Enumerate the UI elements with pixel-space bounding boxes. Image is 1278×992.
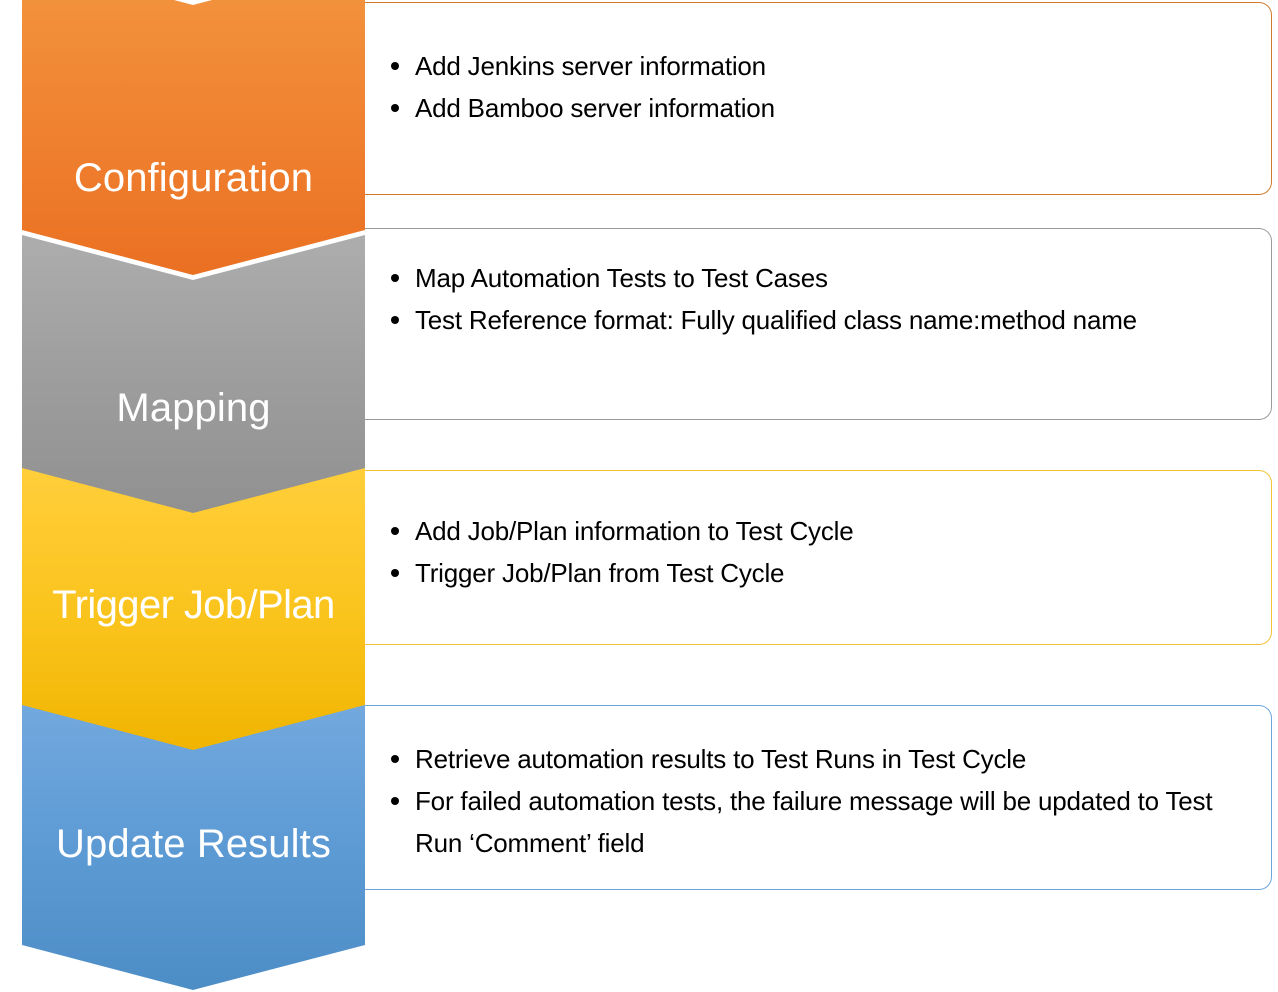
list-item-text: For failed automation tests, the failure… bbox=[415, 786, 1213, 858]
chevron-shape-mapping bbox=[22, 235, 365, 518]
list-item: For failed automation tests, the failure… bbox=[389, 780, 1245, 864]
bullet-list: Add Job/Plan information to Test Cycle T… bbox=[389, 510, 1245, 594]
list-item: Add Jenkins server information bbox=[389, 45, 1245, 87]
stage-label-trigger-job-plan: Trigger Job/Plan bbox=[52, 583, 335, 627]
list-item-text: Test Reference format: Fully qualified c… bbox=[415, 305, 1137, 335]
list-item: Map Automation Tests to Test Cases bbox=[389, 257, 1245, 299]
content-box-update-results: Retrieve automation results to Test Runs… bbox=[365, 705, 1272, 890]
list-item: Add Bamboo server information bbox=[389, 87, 1245, 129]
bullet-list: Add Jenkins server information Add Bambo… bbox=[389, 45, 1245, 129]
bullet-dot-icon bbox=[391, 274, 399, 282]
stage-label-mapping: Mapping bbox=[116, 386, 271, 430]
list-item-text: Add Jenkins server information bbox=[415, 51, 766, 81]
list-item: Retrieve automation results to Test Runs… bbox=[389, 738, 1245, 780]
bullet-list: Map Automation Tests to Test Cases Test … bbox=[389, 257, 1245, 341]
content-box-mapping: Map Automation Tests to Test Cases Test … bbox=[365, 228, 1272, 420]
list-item-text: Add Job/Plan information to Test Cycle bbox=[415, 516, 854, 546]
list-item-text: Add Bamboo server information bbox=[415, 93, 775, 123]
bullet-dot-icon bbox=[391, 527, 399, 535]
stage-label-update-results: Update Results bbox=[56, 822, 331, 866]
bullet-dot-icon bbox=[391, 797, 399, 805]
content-box-trigger-job-plan: Add Job/Plan information to Test Cycle T… bbox=[365, 470, 1272, 645]
bullet-dot-icon bbox=[391, 62, 399, 70]
list-item-text: Map Automation Tests to Test Cases bbox=[415, 263, 828, 293]
bullet-dot-icon bbox=[391, 569, 399, 577]
bullet-dot-icon bbox=[391, 755, 399, 763]
bullet-dot-icon bbox=[391, 316, 399, 324]
bullet-list: Retrieve automation results to Test Runs… bbox=[389, 738, 1245, 864]
bullet-dot-icon bbox=[391, 104, 399, 112]
list-item: Test Reference format: Fully qualified c… bbox=[389, 299, 1245, 341]
list-item: Add Job/Plan information to Test Cycle bbox=[389, 510, 1245, 552]
content-box-configuration: Add Jenkins server information Add Bambo… bbox=[365, 2, 1272, 195]
stage-label-configuration: Configuration bbox=[73, 156, 314, 200]
chevron-shape-configuration bbox=[22, 0, 365, 275]
list-item-text: Trigger Job/Plan from Test Cycle bbox=[415, 558, 785, 588]
list-item: Trigger Job/Plan from Test Cycle bbox=[389, 552, 1245, 594]
list-item-text: Retrieve automation results to Test Runs… bbox=[415, 744, 1027, 774]
